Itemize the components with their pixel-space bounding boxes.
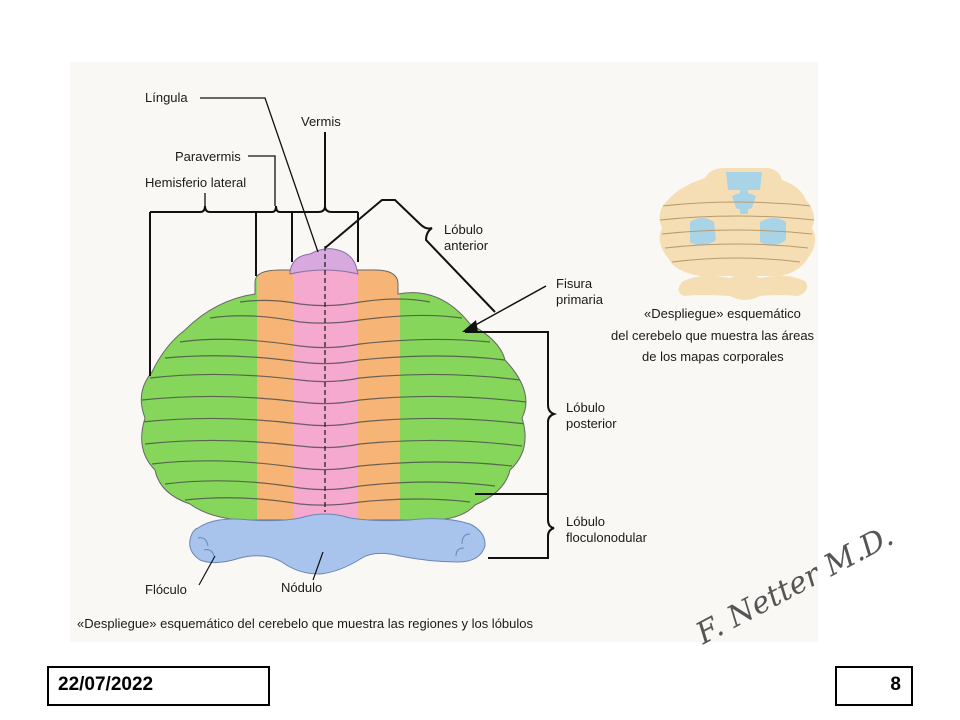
lingula-label: Língula (145, 90, 188, 105)
inset-caption-3: de los mapas corporales (642, 349, 784, 364)
date-text: 22/07/2022 (58, 674, 154, 695)
lingula-region (289, 248, 359, 275)
page-number-box: 8 (835, 666, 913, 706)
anterior-lobe-label-1: Lóbulo (444, 222, 483, 237)
page-number: 8 (890, 674, 901, 695)
figure-caption: «Despliegue» esquemático del cerebelo qu… (77, 616, 533, 631)
inset-caption-2: del cerebelo que muestra las áreas (611, 328, 815, 343)
primary-fissure-label-1: Fisura (556, 276, 593, 291)
inset-cerebellum (659, 168, 816, 300)
flocculonodular-label-1: Lóbulo (566, 514, 605, 529)
flocculonodular-label-2: floculonodular (566, 530, 648, 545)
flocculonodular-lobe (189, 513, 486, 575)
primary-fissure-arrow (462, 285, 547, 332)
paravermis-right-region (358, 270, 400, 521)
posterior-lobe-label-1: Lóbulo (566, 400, 605, 415)
vermis-label: Vermis (301, 114, 341, 129)
inset-flocculonodular (678, 274, 807, 300)
posterior-lobe-label-2: posterior (566, 416, 617, 431)
folia-lines (141, 298, 526, 506)
flocculus-label: Flóculo (145, 582, 187, 597)
annotation-lines (149, 97, 558, 559)
inset-folia (659, 201, 815, 263)
paravermis-label: Paravermis (175, 149, 241, 164)
netter-signature: F. Netter M.D. (690, 519, 900, 653)
inset-caption-1: «Despliegue» esquemático (644, 306, 801, 321)
paravermis-left-region (257, 270, 293, 521)
nodulus-label: Nódulo (281, 580, 322, 595)
date-footer-box: 22/07/2022 (47, 666, 270, 706)
lower-leaders (198, 551, 324, 586)
primary-fissure-label-2: primaria (556, 292, 604, 307)
anterior-lobe-label-2: anterior (444, 238, 489, 253)
lateral-hemisphere-label: Hemisferio lateral (145, 175, 246, 190)
cerebellum-body (140, 246, 527, 521)
flocculus-folds (197, 533, 471, 557)
body-map-areas (690, 172, 786, 246)
